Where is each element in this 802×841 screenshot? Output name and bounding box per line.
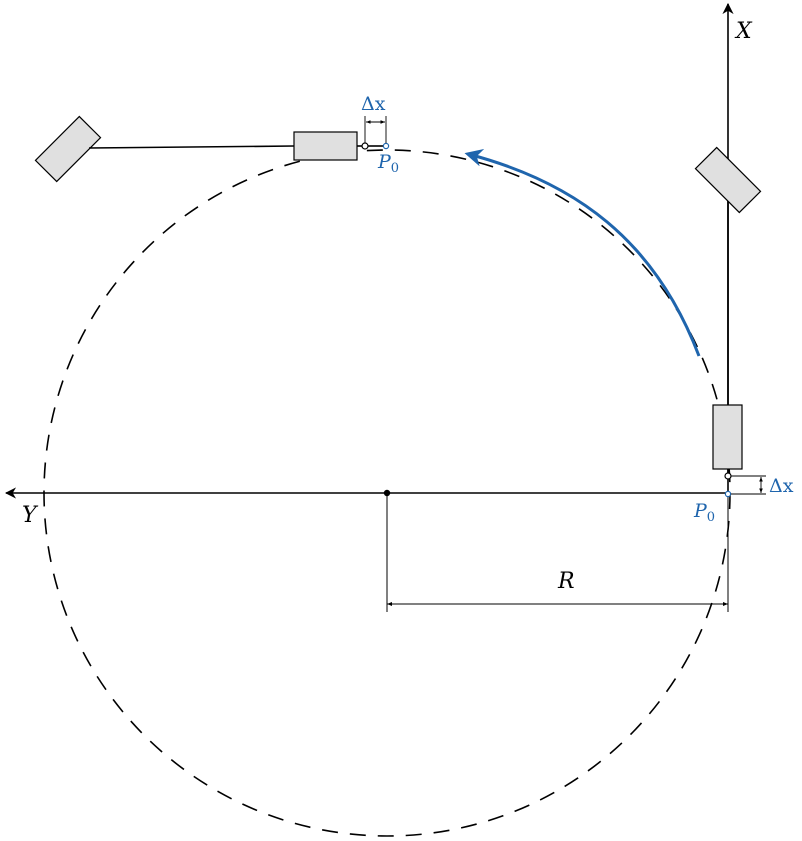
left-robot-base <box>34 115 102 183</box>
left-robot-tool <box>293 131 358 161</box>
radius-label: R <box>557 569 575 594</box>
right-robot: Δx P0 <box>693 146 794 525</box>
right-robot-tcp-point <box>724 472 732 480</box>
left-robot-tcp-point <box>361 142 369 150</box>
left-p0-label: P0 <box>377 151 399 176</box>
right-robot-tool <box>712 404 743 470</box>
left-robot: Δx P0 <box>34 93 399 183</box>
right-robot-base <box>694 146 762 214</box>
rotation-arrow <box>464 148 701 357</box>
right-robot-p0-point <box>724 490 732 498</box>
right-p0-label: P0 <box>693 500 715 525</box>
left-robot-arm <box>88 145 295 149</box>
left-robot-p0-point <box>382 142 390 150</box>
left-delta-x-label: Δx <box>361 93 386 115</box>
y-axis-label: Y <box>22 503 39 528</box>
right-delta-x-label: Δx <box>769 475 794 497</box>
x-axis-label: X <box>734 19 753 44</box>
